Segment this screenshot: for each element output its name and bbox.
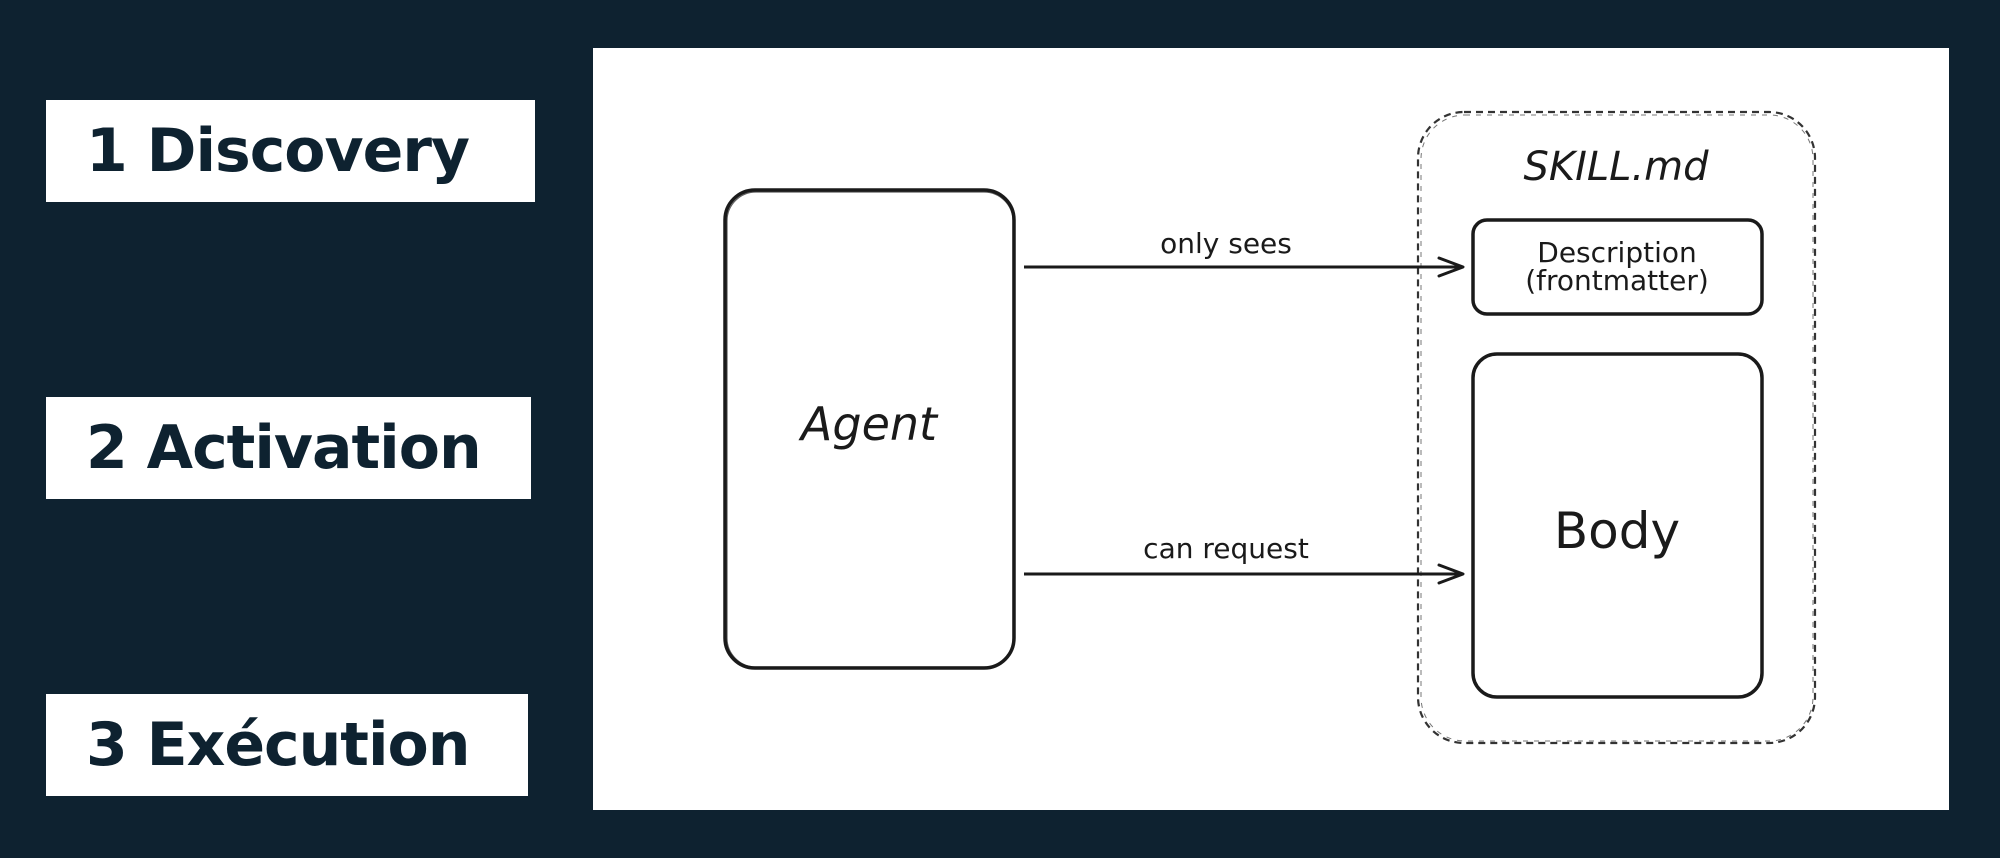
step-activation-label: 2 Activation xyxy=(86,413,482,483)
diagram-svg: Agent SKILL.md Description (frontmatter)… xyxy=(723,110,1817,745)
agent-box: Agent xyxy=(723,188,1016,670)
description-label: Description xyxy=(1537,236,1696,269)
arrow-can-request: can request xyxy=(1024,532,1465,585)
arrow-only-sees-label: only sees xyxy=(1160,227,1292,260)
skill-container: SKILL.md xyxy=(1416,110,1817,745)
step-execution: 3 Exécution xyxy=(46,694,528,796)
arrow-only-sees: only sees xyxy=(1024,227,1465,278)
skill-title: SKILL.md xyxy=(1523,144,1709,190)
description-sublabel: (frontmatter) xyxy=(1525,264,1709,297)
diagram-canvas: Agent SKILL.md Description (frontmatter)… xyxy=(593,48,1949,810)
arrow-can-request-label: can request xyxy=(1143,532,1309,565)
step-execution-label: 3 Exécution xyxy=(86,710,470,780)
body-label: Body xyxy=(1554,502,1680,560)
step-discovery-label: 1 Discovery xyxy=(86,116,470,186)
body-box: Body xyxy=(1471,352,1764,699)
step-activation: 2 Activation xyxy=(46,397,531,499)
step-discovery: 1 Discovery xyxy=(46,100,535,202)
description-box: Description (frontmatter) xyxy=(1471,218,1764,316)
agent-label: Agent xyxy=(798,397,939,451)
